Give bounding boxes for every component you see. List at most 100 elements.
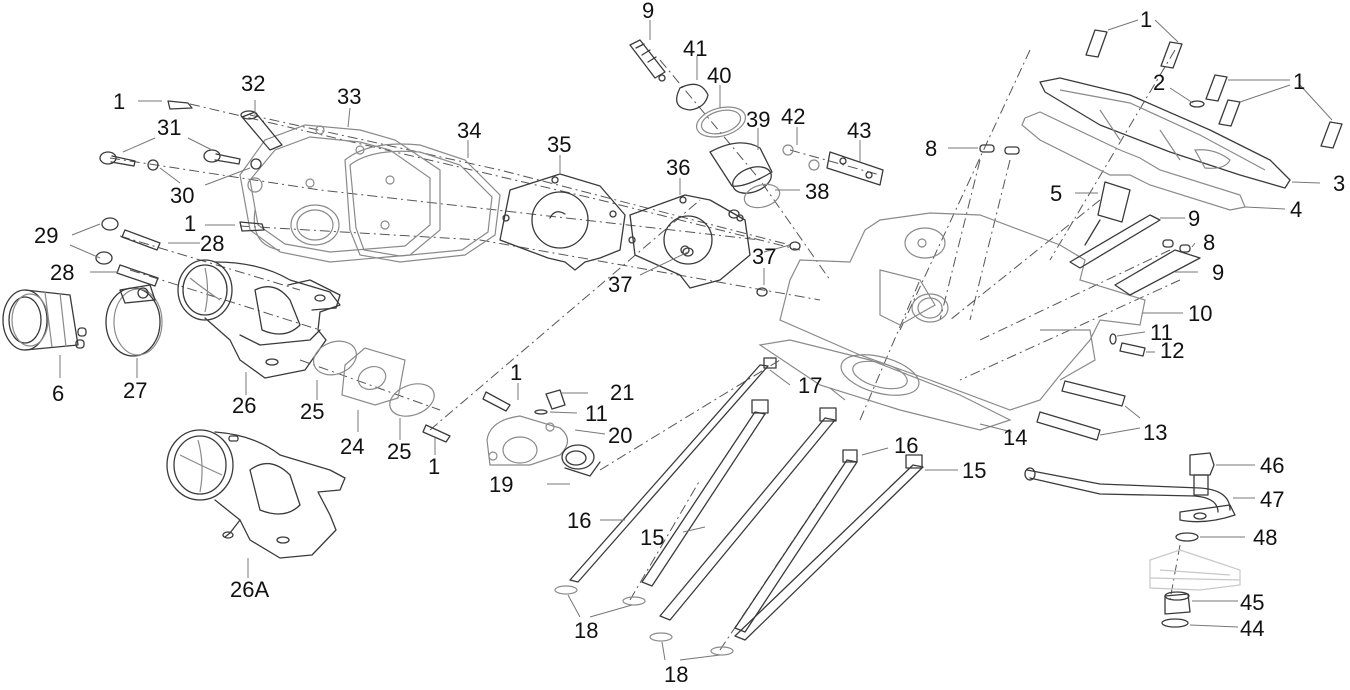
callout-16: 16 bbox=[894, 433, 918, 458]
callout-31: 31 bbox=[157, 115, 181, 140]
callout-10: 10 bbox=[1188, 301, 1212, 326]
callout-16: 16 bbox=[567, 508, 591, 533]
part-3-head-cover bbox=[1039, 77, 1291, 189]
part-39-sleeve bbox=[709, 142, 773, 194]
part-35-plate bbox=[499, 173, 626, 271]
part-34-cover-gasket bbox=[344, 143, 501, 263]
callout-1: 1 bbox=[428, 454, 440, 479]
part-13-dowel-pins bbox=[1036, 380, 1126, 441]
callout-46: 46 bbox=[1260, 453, 1284, 478]
part-4-cover-gasket bbox=[1021, 111, 1246, 211]
callout-33: 33 bbox=[337, 84, 361, 109]
callout-14: 14 bbox=[1003, 425, 1027, 450]
part-1-bolts bbox=[167, 29, 1343, 443]
part-40-o-ring bbox=[695, 106, 747, 138]
callout-1: 1 bbox=[113, 89, 125, 114]
callout-35: 35 bbox=[547, 132, 571, 157]
reference-engine-ghost bbox=[1149, 549, 1241, 591]
part-45-collar bbox=[1164, 591, 1191, 615]
callout-26: 26 bbox=[232, 393, 256, 418]
part-9-spark-plug-top bbox=[629, 39, 666, 82]
part-25-gasket-a bbox=[313, 340, 357, 376]
part-9-spark-plugs-right bbox=[1069, 214, 1201, 296]
part-21-bolt bbox=[545, 389, 566, 410]
callout-11: 11 bbox=[1150, 320, 1173, 345]
part-11-washer-thermostat bbox=[534, 409, 548, 415]
part-46-banjo-bolt bbox=[1189, 452, 1215, 496]
part-37-nuts bbox=[682, 209, 801, 297]
callout-labels: 1 1 1 1 1 1 2 3 4 5 6 8 8 9 9 9 10 11 11… bbox=[34, 0, 1345, 687]
callout-30: 30 bbox=[170, 183, 194, 208]
callout-32: 32 bbox=[241, 71, 265, 96]
callout-28: 28 bbox=[200, 231, 224, 256]
part-26-intake-manifold bbox=[177, 259, 341, 379]
part-6-intake-boot bbox=[2, 289, 87, 351]
callout-21: 21 bbox=[610, 380, 634, 405]
callout-28: 28 bbox=[50, 260, 74, 285]
callout-8: 8 bbox=[925, 136, 937, 161]
callout-19: 19 bbox=[489, 472, 513, 497]
callout-1: 1 bbox=[510, 360, 522, 385]
part-10-cylinder-head bbox=[779, 212, 1146, 411]
part-19-thermostat bbox=[561, 444, 601, 477]
callout-15: 15 bbox=[640, 525, 664, 550]
callout-44: 44 bbox=[1240, 616, 1264, 641]
part-12-bolt bbox=[1119, 342, 1146, 357]
part-14-head-gasket bbox=[758, 339, 1012, 431]
part-16-long-bolts bbox=[569, 357, 858, 633]
assembly-axis-lines bbox=[109, 49, 1181, 651]
callout-6: 6 bbox=[52, 381, 64, 406]
callout-12: 12 bbox=[1160, 338, 1184, 363]
callout-8: 8 bbox=[1203, 230, 1215, 255]
callout-36: 36 bbox=[666, 155, 690, 180]
callout-1: 1 bbox=[184, 211, 196, 236]
callout-2: 2 bbox=[1153, 70, 1165, 95]
callout-41: 41 bbox=[683, 36, 707, 61]
callout-3: 3 bbox=[1333, 171, 1345, 196]
callout-37: 37 bbox=[608, 272, 632, 297]
part-2-washer bbox=[1189, 100, 1205, 108]
callout-37: 37 bbox=[752, 244, 776, 269]
part-42-bolts bbox=[782, 144, 820, 171]
callout-18: 18 bbox=[664, 662, 688, 687]
part-30-washers bbox=[147, 158, 262, 171]
callout-29: 29 bbox=[34, 223, 58, 248]
part-36-plate bbox=[628, 194, 751, 289]
part-41-circlip bbox=[676, 83, 709, 111]
callout-9: 9 bbox=[1212, 260, 1224, 285]
callout-17: 17 bbox=[798, 373, 822, 398]
part-29-nuts bbox=[95, 217, 119, 265]
callout-1: 1 bbox=[1140, 7, 1152, 32]
part-5-sensor bbox=[1084, 181, 1131, 246]
callout-11: 11 bbox=[585, 401, 608, 426]
callout-1: 1 bbox=[1293, 69, 1305, 94]
leader-lines bbox=[59, 19, 1333, 661]
callout-27: 27 bbox=[123, 378, 147, 403]
callout-24: 24 bbox=[340, 434, 364, 459]
part-24-insulator bbox=[341, 347, 406, 406]
part-31-bolts bbox=[99, 149, 241, 167]
callout-5: 5 bbox=[1050, 181, 1062, 206]
callout-26A: 26A bbox=[230, 577, 269, 602]
callout-47: 47 bbox=[1260, 487, 1284, 512]
callout-42: 42 bbox=[781, 104, 805, 129]
callout-4: 4 bbox=[1290, 197, 1302, 222]
part-28-studs bbox=[116, 229, 161, 287]
callout-34: 34 bbox=[457, 118, 481, 143]
callout-20: 20 bbox=[608, 423, 632, 448]
part-8-caps bbox=[979, 144, 1191, 253]
callout-18: 18 bbox=[574, 618, 598, 643]
part-20-thermostat-cover bbox=[486, 415, 569, 466]
part-27-hose-clamp bbox=[105, 284, 163, 357]
part-48-washer bbox=[1175, 532, 1199, 542]
callout-9: 9 bbox=[642, 0, 654, 23]
callout-39: 39 bbox=[746, 107, 770, 132]
part-43-bracket bbox=[826, 151, 884, 186]
part-18-washers bbox=[554, 585, 734, 656]
callout-40: 40 bbox=[707, 63, 731, 88]
callout-48: 48 bbox=[1253, 525, 1277, 550]
callout-9: 9 bbox=[1188, 206, 1200, 231]
part-33-cover bbox=[239, 124, 441, 263]
part-47-oil-pipe bbox=[1024, 467, 1236, 523]
